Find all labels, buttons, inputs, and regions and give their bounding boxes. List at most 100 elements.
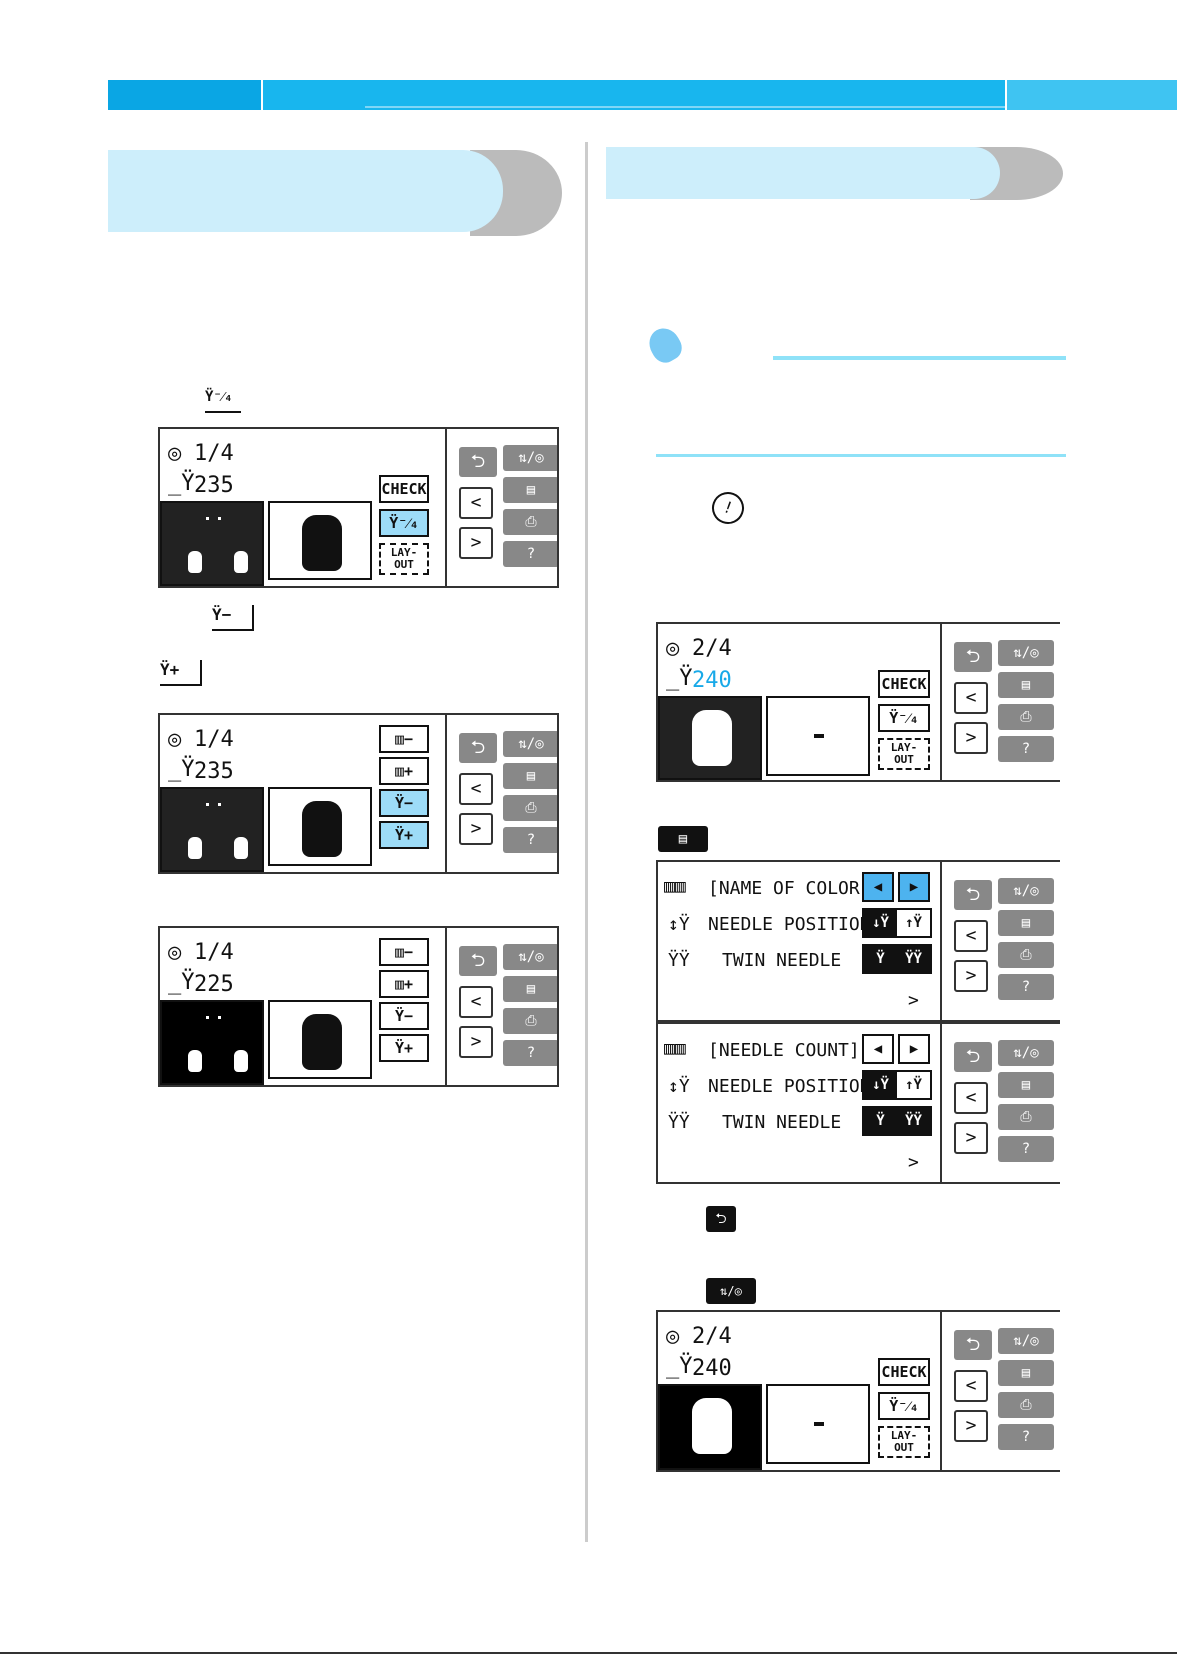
back-button[interactable]: ⮌ bbox=[954, 642, 992, 672]
save-button[interactable]: ⎙ bbox=[503, 1008, 557, 1034]
panel-sidebar: ⮌ < > ⇅/◎ ▤ ⎙ ? bbox=[940, 624, 1060, 780]
back-button[interactable]: ⮌ bbox=[459, 447, 497, 477]
prev-button[interactable]: < bbox=[954, 682, 988, 714]
layout-button[interactable]: LAY-OUT bbox=[379, 543, 429, 575]
needle-plus-button[interactable]: Ÿ+ bbox=[379, 1034, 429, 1062]
mode-switch-button[interactable]: ⇅/◎ bbox=[503, 445, 557, 471]
mode-switch-button[interactable]: ⇅/◎ bbox=[998, 640, 1054, 666]
stitch-count: 225 bbox=[194, 972, 234, 997]
right-arrow-button[interactable]: ▶ bbox=[898, 1034, 930, 1064]
check-button[interactable]: CHECK bbox=[379, 475, 429, 503]
needle-plus-button[interactable]: Ÿ+ bbox=[379, 821, 429, 849]
footer-rule bbox=[0, 1652, 1177, 1654]
prev-button[interactable]: < bbox=[459, 773, 493, 805]
layout-button[interactable]: LAY-OUT bbox=[878, 1426, 930, 1458]
help-button[interactable]: ? bbox=[998, 736, 1054, 762]
needle-change-button[interactable]: Ÿ⁻⁄₄ bbox=[379, 509, 429, 537]
left-arrow-button[interactable]: ◀ bbox=[862, 872, 894, 902]
next-button[interactable]: > bbox=[459, 1026, 493, 1058]
back-button[interactable]: ⮌ bbox=[954, 1330, 992, 1360]
mode-switch-button[interactable]: ⇅/◎ bbox=[503, 944, 557, 970]
design-preview-small bbox=[766, 696, 870, 776]
needle-minus-button[interactable]: Ÿ− bbox=[379, 1002, 429, 1030]
list-button[interactable]: ▤ bbox=[998, 910, 1054, 936]
mode-switch-button[interactable]: ⇅/◎ bbox=[503, 731, 557, 757]
list-button[interactable]: ▤ bbox=[998, 1072, 1054, 1098]
list-button[interactable]: ▤ bbox=[503, 763, 557, 789]
thread-minus-button[interactable]: ▥− bbox=[379, 938, 429, 966]
needle-change-button[interactable]: Ÿ⁻⁄₄ bbox=[878, 704, 930, 732]
note-rule-top bbox=[773, 356, 1066, 360]
save-button[interactable]: ⎙ bbox=[998, 704, 1054, 730]
prev-button[interactable]: < bbox=[954, 1370, 988, 1402]
prev-button[interactable]: < bbox=[954, 1082, 988, 1114]
help-button[interactable]: ? bbox=[503, 541, 557, 567]
prev-button[interactable]: < bbox=[459, 487, 493, 519]
next-button[interactable]: > bbox=[954, 1122, 988, 1154]
lcd-panel-7: ◎ 2/4 _Ÿ 240 CHECK Ÿ⁻⁄₄ LAY-OUT ⮌ < > ⇅/… bbox=[656, 1310, 1060, 1472]
save-button[interactable]: ⎙ bbox=[998, 1104, 1054, 1130]
help-button[interactable]: ? bbox=[998, 1136, 1054, 1162]
name-of-color-label: [NAME OF COLOR] bbox=[708, 878, 871, 899]
list-button[interactable]: ▤ bbox=[503, 477, 557, 503]
next-button[interactable]: > bbox=[459, 527, 493, 559]
thread-minus-button[interactable]: ▥− bbox=[379, 725, 429, 753]
lcd-panel-2: ◎ 1/4 _Ÿ 235 ▥− ▥+ Ÿ− Ÿ+ ⮌ < > ⇅/◎ ▤ ⎙ ? bbox=[158, 713, 559, 874]
help-button[interactable]: ? bbox=[503, 827, 557, 853]
needle-position-toggle[interactable]: ↓Ÿ↑Ÿ bbox=[862, 1070, 932, 1100]
thread-plus-button[interactable]: ▥+ bbox=[379, 970, 429, 998]
back-button[interactable]: ⮌ bbox=[954, 880, 992, 910]
needle-position-icon: ↕Ÿ bbox=[668, 914, 690, 935]
next-button[interactable]: > bbox=[954, 722, 988, 754]
help-button[interactable]: ? bbox=[998, 974, 1054, 1000]
needle-icon: _Ÿ bbox=[666, 666, 693, 691]
lcd-panel-1: ◎ 1/4 _Ÿ 235 CHECK Ÿ⁻⁄₄ LAY-OUT ⮌ < > ⇅/… bbox=[158, 427, 559, 588]
next-button[interactable]: > bbox=[954, 1410, 988, 1442]
layout-button[interactable]: LAY-OUT bbox=[878, 738, 930, 770]
mode-switch-button[interactable]: ⇅/◎ bbox=[998, 1328, 1054, 1354]
design-preview-bear-dark bbox=[658, 1384, 762, 1470]
save-button[interactable]: ⎙ bbox=[503, 795, 557, 821]
next-button[interactable]: > bbox=[954, 960, 988, 992]
menu-list-icon: ▤ bbox=[658, 826, 708, 852]
right-arrow-button[interactable]: ▶ bbox=[898, 872, 930, 902]
twin-needle-label: TWIN NEEDLE bbox=[722, 950, 842, 971]
list-button[interactable]: ▤ bbox=[998, 1360, 1054, 1386]
more-indicator[interactable]: > bbox=[908, 990, 919, 1011]
thread-plus-button[interactable]: ▥+ bbox=[379, 757, 429, 785]
header-segment-left bbox=[108, 80, 263, 110]
save-button[interactable]: ⎙ bbox=[998, 942, 1054, 968]
thread-color-icon: ▥▥ bbox=[664, 876, 686, 897]
list-button[interactable]: ▤ bbox=[998, 672, 1054, 698]
help-button[interactable]: ? bbox=[998, 1424, 1054, 1450]
check-button[interactable]: CHECK bbox=[878, 1358, 930, 1386]
page-indicator: 2/4 bbox=[692, 636, 732, 661]
next-button[interactable]: > bbox=[459, 813, 493, 845]
stitch-count: 235 bbox=[194, 473, 234, 498]
check-button[interactable]: CHECK bbox=[878, 670, 930, 698]
save-button[interactable]: ⎙ bbox=[998, 1392, 1054, 1418]
prev-button[interactable]: < bbox=[954, 920, 988, 952]
needle-position-toggle[interactable]: ↓Ÿ↑Ÿ bbox=[862, 908, 932, 938]
prev-button[interactable]: < bbox=[459, 986, 493, 1018]
mode-switch-button[interactable]: ⇅/◎ bbox=[998, 878, 1054, 904]
back-button[interactable]: ⮌ bbox=[954, 1042, 992, 1072]
list-button[interactable]: ▤ bbox=[503, 976, 557, 1002]
needle-change-button[interactable]: Ÿ⁻⁄₄ bbox=[878, 1392, 930, 1420]
page-indicator: 1/4 bbox=[194, 940, 234, 965]
needle-minus-button[interactable]: Ÿ− bbox=[379, 789, 429, 817]
bear-figure-icon bbox=[302, 1014, 342, 1070]
more-indicator[interactable]: > bbox=[908, 1152, 919, 1173]
needle-plus-icon: Ÿ+ bbox=[160, 660, 202, 686]
save-button[interactable]: ⎙ bbox=[503, 509, 557, 535]
back-button[interactable]: ⮌ bbox=[459, 733, 497, 763]
back-button[interactable]: ⮌ bbox=[459, 946, 497, 976]
design-preview-dark bbox=[160, 1000, 264, 1085]
mode-switch-button[interactable]: ⇅/◎ bbox=[998, 1040, 1054, 1066]
bear-figure-icon bbox=[692, 1398, 732, 1454]
needle-minus-icon: Ÿ− bbox=[212, 605, 254, 631]
left-arrow-button[interactable]: ◀ bbox=[862, 1034, 894, 1064]
help-button[interactable]: ? bbox=[503, 1040, 557, 1066]
